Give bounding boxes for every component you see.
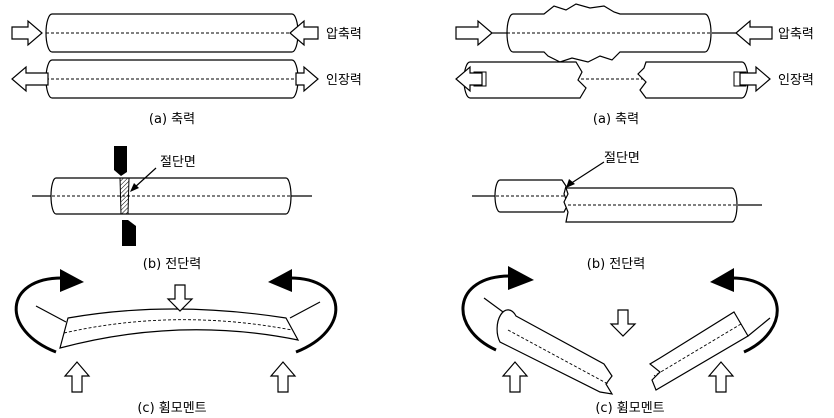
right-tension-arrow-right [739, 65, 771, 93]
left-moment-arc-right [289, 276, 338, 354]
left-moment-arc-left [14, 276, 63, 354]
left-compression-arrow-left [11, 19, 43, 47]
right-bending-right-axis [653, 323, 742, 377]
right-tension-left-fragment [463, 61, 587, 99]
left-bending-axis-left [35, 305, 67, 323]
right-shear-plane-leader-head [566, 179, 575, 188]
right-compression-arrow-left [455, 19, 493, 47]
left-upper-blade [114, 146, 127, 176]
right-bending-right-fragment [648, 311, 749, 391]
right-tension-arrow-left [455, 65, 483, 93]
right-moment-arrowhead-right [710, 268, 734, 292]
left-shear-plane [119, 177, 130, 215]
right-compression-bar-bulged [506, 3, 712, 63]
right-shear-plane-leader [569, 161, 605, 185]
left-shear-plane-leader-head [130, 183, 139, 192]
right-bending-caption: (c) 휨모멘트 [595, 401, 664, 416]
right-compression-arrow-right [735, 19, 773, 47]
left-lower-blade [122, 220, 136, 246]
right-axial-caption: (a) 축력 [593, 112, 639, 127]
left-compression-bar [45, 13, 299, 53]
right-shear-plane-label: 절단면 [604, 151, 640, 166]
left-bent-bar [59, 308, 300, 349]
right-bending-axis-right [747, 317, 771, 337]
left-tension-arrow-right [295, 65, 319, 93]
left-shear-plane-leader [133, 167, 157, 189]
left-bending-axis-right [289, 301, 321, 319]
left-shear-bar [50, 177, 292, 215]
right-tension-right-fragment [637, 61, 749, 99]
right-tension-label: 인장력 [778, 73, 814, 88]
left-moment-arrowhead-right [268, 269, 292, 292]
left-tension-bar [45, 59, 299, 99]
left-tension-arrow-left [11, 65, 49, 93]
right-support-arrow-left [501, 361, 529, 393]
left-load-arrow-top [166, 284, 194, 312]
left-tension-label: 인장력 [326, 73, 362, 88]
left-compression-label: 압축력 [326, 27, 362, 42]
right-moment-arc-right [731, 276, 779, 354]
right-moment-arc-left [461, 274, 511, 352]
left-bent-bar-axis [63, 319, 293, 334]
left-compression-arrow-right [289, 19, 319, 47]
right-compression-label: 압축력 [778, 27, 814, 42]
left-shear-caption: (b) 전단력 [143, 257, 201, 272]
left-axial-caption: (a) 축력 [149, 112, 195, 127]
right-moment-arrowhead-left [508, 266, 534, 290]
right-bending-left-fragment [496, 309, 614, 395]
right-load-arrow-top [609, 309, 637, 337]
right-bending-left-axis [507, 329, 609, 385]
left-support-arrow-right [269, 361, 297, 393]
right-shear-caption: (b) 전단력 [587, 257, 645, 272]
left-moment-arrowhead-left [60, 269, 84, 292]
left-support-arrow-left [63, 361, 91, 393]
left-shear-plane-label: 절단면 [160, 155, 196, 170]
left-bending-caption: (c) 휨모멘트 [137, 401, 206, 416]
right-support-arrow-right [707, 361, 735, 393]
